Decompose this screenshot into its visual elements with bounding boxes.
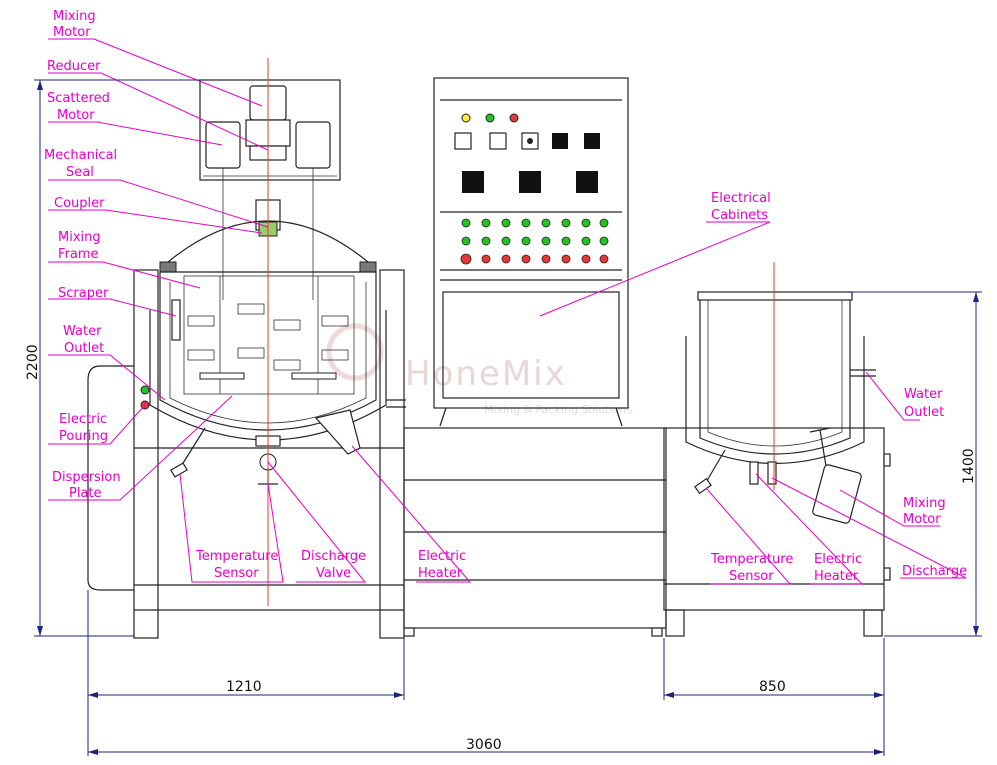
label-electric-heater-left-1: Electric <box>418 549 466 564</box>
label-dispersion-plate-2: Plate <box>69 486 102 501</box>
pot-body <box>699 300 851 455</box>
cabinet-switch-1 <box>454 132 472 150</box>
label-discharge-valve-2: Valve <box>316 566 351 581</box>
cabinet-lamp-green <box>485 113 495 123</box>
label-dispersion-plate-1: Dispersion <box>52 470 121 485</box>
motor-housing <box>199 79 341 181</box>
label-mixing-frame-2: Frame <box>58 247 99 262</box>
lid-flange-left <box>159 261 177 273</box>
label-water-outlet-left-1: Water <box>63 324 102 339</box>
label-temperature-sensor-left-2: Sensor <box>214 566 259 581</box>
label-discharge-right: Discharge <box>902 564 967 579</box>
watermark-logo <box>326 323 384 381</box>
temperature-sensor-left-body <box>170 462 188 478</box>
dispersion-plate-right <box>291 372 337 380</box>
cabinet-meter-2 <box>584 133 600 149</box>
frame-leg-right <box>379 269 405 639</box>
pot-jacket <box>685 336 865 465</box>
dispersion-plate-left <box>199 372 245 380</box>
pouring-indicator-green <box>140 385 150 395</box>
cabinet-button-grid <box>460 218 609 265</box>
temperature-sensor-right-body <box>694 477 712 495</box>
dim-right-height: 1400 <box>961 448 977 484</box>
leader-lines <box>48 38 967 585</box>
label-electric-heater-right-2: Heater <box>814 569 859 584</box>
label-discharge-valve-1: Discharge <box>301 549 366 564</box>
label-electric-pouring-1: Electric <box>59 412 107 427</box>
label-mixing-motor-right-1: Mixing <box>903 496 946 511</box>
label-water-outlet-right-1: Water <box>904 387 943 402</box>
label-mechanical-seal-1: Mechanical <box>44 148 117 163</box>
pot-rim <box>697 291 853 301</box>
label-mixing-motor-right-2: Motor <box>903 512 941 527</box>
cabinet-display-2 <box>519 171 541 193</box>
cabinet-display-3 <box>576 171 598 193</box>
dim-overall-width: 3060 <box>466 737 502 753</box>
electric-heater-right-body <box>749 461 759 485</box>
frame-leg-left <box>133 269 159 639</box>
label-coupler: Coupler <box>54 196 105 211</box>
label-temperature-sensor-right-1: Temperature <box>710 552 793 567</box>
label-reducer: Reducer <box>47 59 101 74</box>
scattered-motor-right <box>295 121 331 169</box>
label-mixing-frame-1: Mixing <box>58 230 101 245</box>
label-electrical-cabinets-1: Electrical <box>711 191 771 206</box>
label-water-outlet-right-2: Outlet <box>904 405 944 420</box>
pouring-side-cover <box>87 365 134 591</box>
scraper-blade <box>171 299 181 341</box>
dim-overall-height: 2200 <box>25 344 41 380</box>
label-scattered-motor-1: Scattered <box>47 91 110 106</box>
watermark-tagline: Mixing & Packing Solutions <box>484 403 632 416</box>
label-mixing-motor-2: Motor <box>53 25 91 40</box>
electrical-cabinet <box>433 77 629 427</box>
label-electric-heater-right-1: Electric <box>814 552 862 567</box>
cabinet-switch-2 <box>489 132 507 150</box>
cabinet-lamp-yellow <box>461 113 471 123</box>
cabinet-body <box>433 77 629 409</box>
label-scraper: Scraper <box>58 286 109 301</box>
dimension-lines: 2200 1400 1210 850 3060 <box>25 79 982 756</box>
electric-heater-left-body <box>314 409 361 455</box>
label-mechanical-seal-2: Seal <box>66 165 94 180</box>
cabinet-meter-1 <box>552 133 568 149</box>
label-electrical-cabinets-2: Cabinets <box>711 208 768 223</box>
label-electric-pouring-2: Pouring <box>59 429 108 444</box>
label-scattered-motor-2: Motor <box>57 108 95 123</box>
callout-labels: Mixing Motor Reducer Scattered Motor Mec… <box>44 9 967 584</box>
cabinet-lamp-red <box>509 113 519 123</box>
label-electric-heater-left-2: Heater <box>418 566 463 581</box>
base-box <box>403 427 667 629</box>
mixing-motor-right-body <box>812 464 862 524</box>
watermark-brand: HoneMix <box>405 354 567 394</box>
water-phase-pot <box>663 262 891 637</box>
dim-left-width: 1210 <box>226 679 262 695</box>
label-temperature-sensor-right-2: Sensor <box>729 569 774 584</box>
watermark: HoneMix Mixing & Packing Solutions <box>326 323 632 416</box>
dim-right-width: 850 <box>759 679 786 695</box>
center-base-frame <box>403 427 667 637</box>
label-temperature-sensor-left-1: Temperature <box>195 549 278 564</box>
label-water-outlet-left-2: Outlet <box>64 341 104 356</box>
cabinet-lower-door <box>442 291 620 399</box>
cabinet-display-1 <box>462 171 484 193</box>
lid-flange-right <box>359 261 377 273</box>
label-mixing-motor-1: Mixing <box>53 9 96 24</box>
